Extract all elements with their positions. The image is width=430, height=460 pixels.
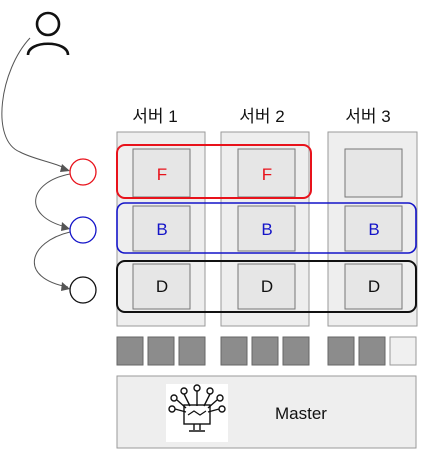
resource-block: [147, 336, 175, 366]
resource-block: [116, 336, 144, 366]
user-to-f-connector: [1, 37, 69, 171]
connector-lines: [1, 37, 71, 288]
resource-block: [358, 336, 386, 366]
server-1-label: 서버 1: [132, 107, 177, 126]
resource-block-free: [389, 336, 417, 366]
group-d-circle[interactable]: [69, 276, 97, 304]
resource-block: [327, 336, 355, 366]
server-3-slot-b-label: B: [368, 220, 379, 239]
resource-block: [178, 336, 206, 366]
resource-block: [251, 336, 279, 366]
master-box[interactable]: [116, 375, 417, 449]
server-3-slot-b[interactable]: [344, 205, 403, 252]
group-b-circle[interactable]: [69, 216, 97, 244]
server-1-slot-b[interactable]: [132, 205, 191, 252]
resource-block: [220, 336, 248, 366]
server-2-slot-d[interactable]: [237, 263, 296, 310]
server-1-slot-f-label: F: [157, 165, 167, 184]
server-2-slot-d-label: D: [261, 277, 273, 296]
server-2-slot-b[interactable]: [237, 205, 296, 252]
b-to-d-connector: [34, 231, 71, 288]
f-to-b-connector: [35, 173, 71, 228]
server-1-slot-f[interactable]: [132, 148, 191, 198]
server-2-label: 서버 2: [239, 107, 284, 126]
group-b-outline: [116, 202, 417, 254]
server-2-slot-b-label: B: [261, 220, 272, 239]
user-icon: [26, 11, 70, 56]
server-3-slot-empty[interactable]: [344, 148, 403, 198]
network-hub-icon: [166, 384, 228, 442]
server-3-slot-d[interactable]: [344, 263, 403, 310]
group-f-outline: [116, 144, 312, 199]
server-3-label: 서버 3: [345, 107, 390, 126]
group-f-circle[interactable]: [69, 158, 97, 186]
server-1-slot-d-label: D: [156, 277, 168, 296]
server-1-slot-d[interactable]: [132, 263, 191, 310]
server-3-slot-d-label: D: [368, 277, 380, 296]
group-d-outline: [116, 260, 417, 313]
resource-block: [282, 336, 310, 366]
master-label: Master: [275, 404, 327, 423]
connector-arrowheads: [60, 164, 70, 291]
server-2-slot-f-label: F: [262, 165, 272, 184]
server-1-slot-b-label: B: [156, 220, 167, 239]
resource-blocks: [116, 336, 417, 366]
